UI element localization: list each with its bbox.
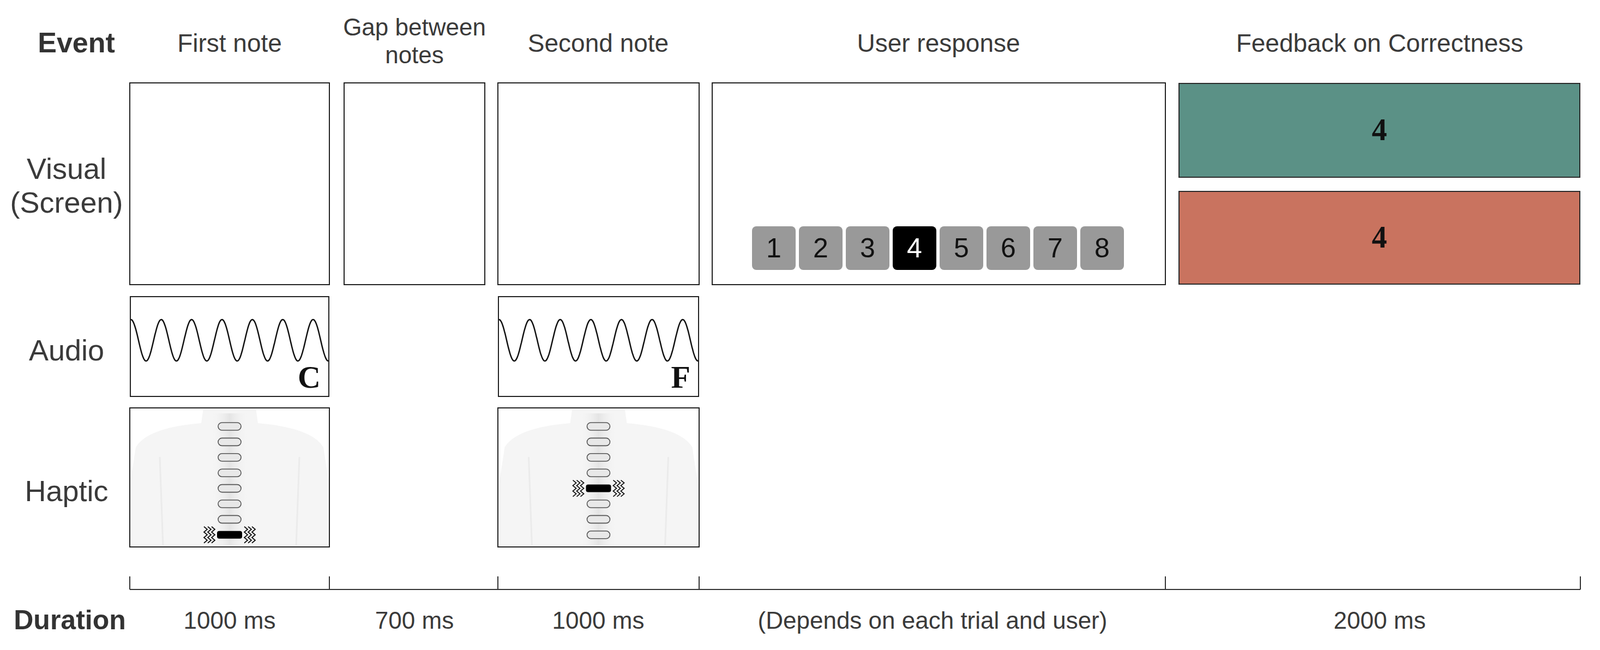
duration-label: 1000 ms [552,606,645,635]
button-number: 4 [906,233,923,264]
vibration-mark [617,480,621,497]
actuator [587,437,611,446]
spine-shade [211,413,249,546]
duration-label: (Depends on each trial and user) [758,606,1108,635]
button-number: 5 [953,233,970,264]
actuator [587,468,611,477]
row-label: Haptic [24,473,108,508]
button-number: 3 [859,233,876,264]
vibration-mark [580,480,585,497]
row-label: Visual (Screen) [3,151,130,220]
button-number: 6 [1000,233,1016,264]
column-header: Gap between notes [332,13,497,69]
arm-line [528,456,533,546]
actuator [587,531,611,539]
answer-button: 8 [1080,226,1124,270]
audio-box: F [497,296,700,398]
screen-box [712,82,1166,285]
screen-box [344,82,485,285]
answer-button: 1 [752,226,796,270]
vibration-mark [576,480,581,497]
column-header: Feedback on Correctness [1236,28,1524,58]
row-header: Duration [13,604,126,637]
note-name: F [671,359,691,395]
actuator [218,500,242,508]
row-header: Event [37,26,116,60]
actuator [587,500,611,508]
answer-button: 2 [798,226,843,270]
actuator [218,422,242,431]
answer-button: 4 [892,226,937,270]
actuator [218,437,242,446]
arm-line [296,456,300,546]
active-actuator [217,531,243,539]
actuator [218,468,242,477]
torso-figure [498,408,699,546]
actuator [218,515,242,523]
vibration-mark [248,526,252,544]
actuator [218,484,242,493]
vibration-mark [251,526,256,544]
arm-line [159,456,164,546]
torso-figure [130,408,329,546]
sine-wave [498,319,699,362]
button-number: 1 [766,233,782,264]
button-number: 8 [1094,233,1110,264]
screen-box [129,82,330,285]
body-silhouette [130,408,329,546]
duration-label: 700 ms [375,606,454,635]
incorrect-feedback: 4 [1178,190,1581,285]
answer-button: 6 [986,226,1031,270]
duration-label: 2000 ms [1333,606,1427,635]
correct-feedback: 4 [1178,82,1581,178]
duration-bracket [129,576,1581,590]
column-header: User response [856,28,1020,58]
vibration-mark [203,526,208,544]
actuator [218,453,242,462]
actuator [587,453,611,462]
actuator [587,422,611,431]
vibration-mark [211,526,215,544]
row-label: Audio [28,333,105,368]
audio-box: C [129,296,330,398]
screen-box [497,82,700,285]
duration-label: 1000 ms [183,606,276,635]
answer-button: 7 [1033,226,1078,270]
body-silhouette [498,408,699,546]
column-header: Second note [527,28,669,58]
sine-wave [130,319,329,362]
vibration-mark [573,480,577,497]
button-number: 2 [813,233,829,264]
vibration-mark [621,480,625,497]
note-name: C [297,359,321,395]
active-actuator [586,484,612,493]
vibration-mark [207,526,212,544]
arm-line [665,456,669,546]
answer-button: 5 [939,226,984,270]
vibration-mark [613,480,617,497]
feedback-number: 4 [1372,220,1388,255]
vibration-mark [244,526,248,544]
column-header: First note [177,28,282,58]
spine-shade [580,413,618,546]
button-number: 7 [1047,233,1063,264]
feedback-number: 4 [1372,113,1388,148]
answer-button: 3 [845,226,890,270]
actuator [587,515,611,523]
